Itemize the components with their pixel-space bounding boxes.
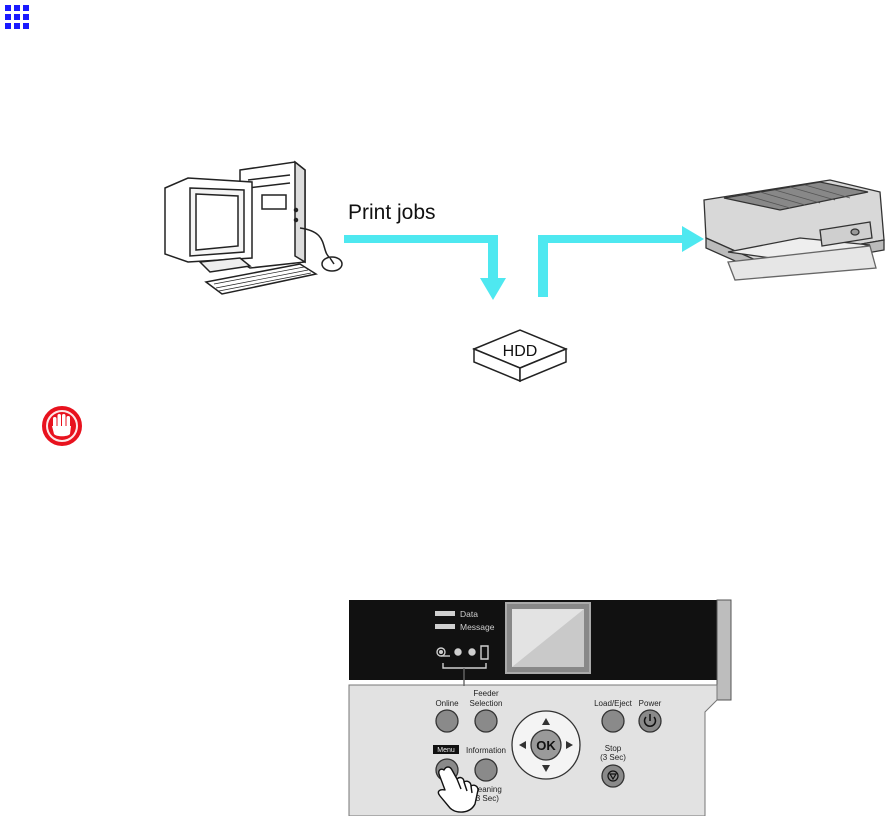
information-button[interactable] <box>474 758 498 782</box>
message-lamp <box>435 624 455 629</box>
message-label: Message <box>460 622 495 632</box>
power-icon <box>643 714 657 728</box>
stop-button[interactable] <box>601 764 625 788</box>
ok-label: OK <box>536 738 556 753</box>
power-label: Power <box>639 699 662 708</box>
arrow-label: Print jobs <box>348 201 436 224</box>
stop-label-2: (3 Sec) <box>600 753 626 762</box>
feeder-selection-button[interactable] <box>474 709 498 733</box>
caution-hand-icon <box>42 406 82 446</box>
information-label: Information <box>466 746 506 755</box>
load-eject-label: Load/Eject <box>594 699 633 708</box>
hdd-label: HDD <box>503 343 538 360</box>
menu-label-bg <box>433 745 459 754</box>
up-arrow-icon[interactable] <box>542 718 550 725</box>
pointing-hand-icon <box>437 766 479 813</box>
grid-icon <box>5 5 29 29</box>
computer-icon <box>164 160 343 295</box>
right-arrow-icon[interactable] <box>566 741 573 749</box>
printer-icon <box>703 179 885 281</box>
stop-label-1: Stop <box>605 744 622 753</box>
down-arrow-icon[interactable] <box>542 765 550 772</box>
hdd-icon <box>472 329 568 383</box>
menu-label: Menu <box>437 747 455 754</box>
cleaning-label-2: (3 Sec) <box>473 794 499 803</box>
panel-side-bezel <box>716 599 732 701</box>
ok-button[interactable] <box>530 729 562 761</box>
online-button[interactable] <box>435 709 459 733</box>
feeder-selection-label-2: Selection <box>470 699 503 708</box>
feeder-selection-label-1: Feeder <box>473 689 499 698</box>
print-job-diagram: Print jobs HDD <box>164 160 885 383</box>
cleaning-label-1: Cleaning <box>470 785 502 794</box>
data-label: Data <box>460 609 478 619</box>
load-eject-button[interactable] <box>601 709 625 733</box>
left-arrow-icon[interactable] <box>519 741 526 749</box>
stop-icon <box>607 770 619 782</box>
data-lamp <box>435 611 455 616</box>
paper-source-indicator <box>436 645 489 686</box>
print-job-arrows <box>344 226 704 300</box>
online-label: Online <box>435 699 459 708</box>
